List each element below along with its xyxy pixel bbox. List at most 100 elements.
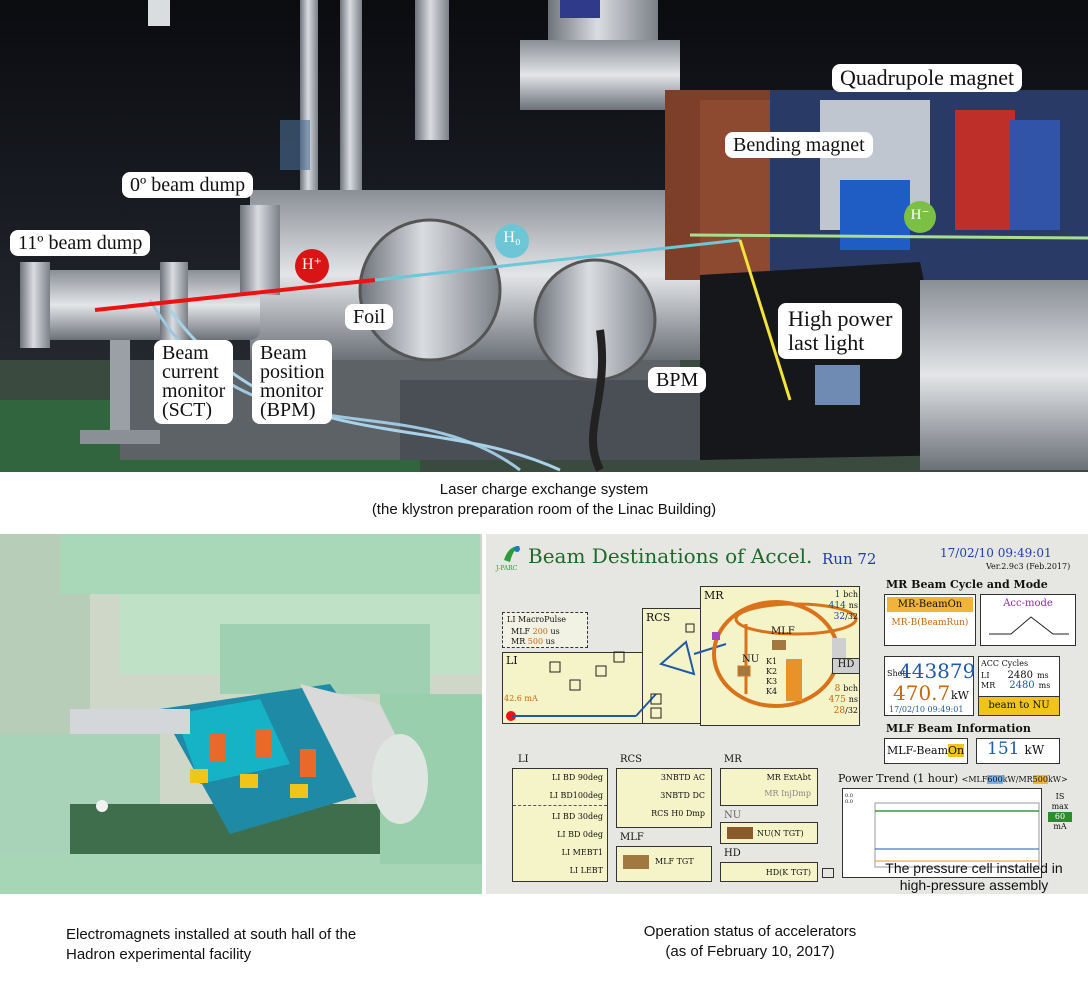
panel-menu-icon[interactable] <box>822 868 834 878</box>
acc-li-value: 2480 <box>1007 670 1033 681</box>
h-minus-marker <box>904 201 936 233</box>
power-trend-legend-suffix: kW> <box>1047 775 1068 784</box>
mr-section-label: MR <box>704 589 724 602</box>
li-macropulse-title: LI MacroPulse <box>507 615 567 624</box>
bottom-right-caption-line2: (as of February 10, 2017) <box>665 943 835 960</box>
bottom-right-caption: Operation status of accelerators (as of … <box>546 922 954 962</box>
h-minus-text: H⁻ <box>910 207 930 223</box>
li-status-item: LI BD100deg <box>513 783 607 806</box>
acc-mr-value: 2480 <box>1009 680 1035 691</box>
acc-cycles-title: ACC Cycles <box>981 659 1029 668</box>
hd-bunch-readout: 8 bch 475 ns 28/32 <box>816 684 858 717</box>
hd-diagram-label: HD <box>837 659 855 670</box>
trend-is-label: IS <box>1055 792 1065 801</box>
shot-box: Shot 443879 470.7 kW 17/02/10 09:49:01 <box>884 656 976 716</box>
li-mr-unit: us <box>545 637 555 646</box>
acc-mode-label: Acc-mode <box>1003 598 1053 609</box>
mr-ns: 414 <box>828 601 846 611</box>
top-caption-line1: Laser charge exchange system <box>439 481 649 498</box>
kicker-k3: K3 <box>766 677 778 686</box>
shot-label: Shot <box>887 669 906 678</box>
mlf-power-value: 151 <box>987 739 1020 759</box>
trend-unit-label: mA <box>1053 822 1067 831</box>
h-plus-beam <box>94 278 376 312</box>
hd-status-item: HD(K TGT) <box>765 868 811 877</box>
mr-bch: 1 <box>834 590 841 600</box>
panel-datetime: 17/02/10 09:49:01 <box>940 546 1052 560</box>
beam-position-monitor-label: Beam position monitor (BPM) <box>252 340 333 424</box>
li-status-item: LI BD 0deg <box>557 830 603 839</box>
li-status-list: LI BD 90deg LI BD100deg LI BD 30deg LI B… <box>512 768 608 882</box>
h0-beam <box>374 238 741 282</box>
li-status-item: LI LEBT <box>569 866 603 875</box>
mlf-status-list: MLF TGT <box>616 846 712 882</box>
trend-y-ticks: 0.0 0.0 <box>845 793 853 805</box>
bottom-left-caption-line2: Hadron experimental facility <box>66 946 252 963</box>
hd-ns-unit: ns <box>848 695 858 704</box>
hd-status-list: HD(K TGT) <box>720 862 818 882</box>
rcs-list-title: RCS <box>620 754 643 765</box>
trend-max-label: max <box>1051 802 1069 811</box>
bpm-label: BPM <box>648 367 707 393</box>
bottom-left-caption-line1: Electromagnets installed at south hall o… <box>66 926 357 943</box>
h-minus-beam <box>689 233 1088 240</box>
jparc-logo-icon <box>500 542 524 566</box>
panel-version: Ver.2.9c3 (Feb.2017) <box>986 562 1071 571</box>
li-mr-label: MR <box>511 637 526 646</box>
power-trend-label: Power Trend (1 hour) <box>838 772 959 785</box>
laser-charge-exchange-photo: H⁺ H₀ H⁻ Quadrupole magnet Bending magne… <box>0 0 1088 472</box>
rcs-status-item: RCS H0 Dmp <box>651 809 705 818</box>
mr-frac-unit: /32 <box>845 612 858 621</box>
h-plus-text: H⁺ <box>302 256 322 273</box>
kicker-k4: K4 <box>766 687 778 696</box>
top-caption-line2: (the klystron preparation room of the Li… <box>371 501 717 518</box>
power-trend-title: Power Trend (1 hour) <MLF600kW/MR500kW> <box>838 772 1068 785</box>
mr-status-list: MR ExtAbt MR InjDmp <box>720 768 818 806</box>
hd-frac: 28 <box>833 706 846 716</box>
power-trend-chart: 0.0 0.0 <box>842 788 1042 878</box>
laser-beam <box>738 239 792 401</box>
mr-bunch-readout: 1 bch 414 ns 32/32 <box>816 590 858 623</box>
mr-status-item: MR InjDmp <box>764 789 811 798</box>
nu-diagram-label: NU <box>742 654 760 665</box>
mr-beam-mode-box: MR-BeamOn MR-B(BeamRun) <box>884 594 976 646</box>
beam-power: 470.7 <box>893 681 951 705</box>
mlf-info-title: MLF Beam Information <box>886 722 1031 735</box>
power-trend-plot <box>874 802 1040 868</box>
bottom-right-caption-line1: Operation status of accelerators <box>643 923 857 940</box>
kicker-labels: K1 K2 K3 K4 <box>766 657 786 697</box>
quadrupole-magnet-label: Quadrupole magnet <box>832 64 1023 93</box>
acc-mode-waveform <box>989 616 1069 635</box>
h0-marker <box>495 224 529 258</box>
nu-list-title: NU <box>724 810 742 821</box>
rcs-status-item: 3NBTD AC <box>660 773 705 782</box>
hd-bch-unit: bch <box>843 684 858 693</box>
beam-power-unit: kW <box>951 689 969 702</box>
accelerator-status-panel: J-PARC Beam Destinations of Accel. Run 7… <box>486 534 1088 894</box>
h-plus-marker <box>295 249 329 283</box>
mlf-status-item: MLF TGT <box>655 857 694 866</box>
li-section-label: LI <box>506 654 518 667</box>
hadron-hall-photo <box>0 534 482 894</box>
high-power-laser-label: High power last light <box>778 303 903 359</box>
rcs-section-label: RCS <box>646 611 671 624</box>
mr-status-item: MR ExtAbt <box>766 773 811 782</box>
li-section-box <box>502 652 658 724</box>
rcs-status-list: 3NBTD AC 3NBTD DC RCS H0 Dmp <box>616 768 712 828</box>
power-trend-mr-scale: 500 <box>1032 775 1048 784</box>
kicker-k2: K2 <box>766 667 778 676</box>
power-trend-mlf-scale: 600 <box>987 775 1003 784</box>
overlay-line1: The pressure cell installed in <box>885 860 1063 876</box>
mlf-diagram-label: MLF <box>771 626 795 637</box>
acc-mr-unit: ms <box>1038 681 1051 690</box>
shot-count: 443879 <box>899 659 976 683</box>
mr-cycle-title: MR Beam Cycle and Mode <box>886 578 1048 591</box>
top-caption: Laser charge exchange system (the klystr… <box>244 480 844 520</box>
li-status-item: LI BD 90deg <box>551 773 603 782</box>
beam-dump-0-label: 0º beam dump <box>122 172 254 198</box>
jparc-logo-text: J-PARC <box>496 565 518 572</box>
rcs-status-item: 3NBTD DC <box>660 791 705 800</box>
li-mlf-unit: us <box>550 627 560 636</box>
trend-right-labels: IS max 60 mA <box>1048 792 1072 832</box>
laser-system-illustration <box>0 0 1088 472</box>
